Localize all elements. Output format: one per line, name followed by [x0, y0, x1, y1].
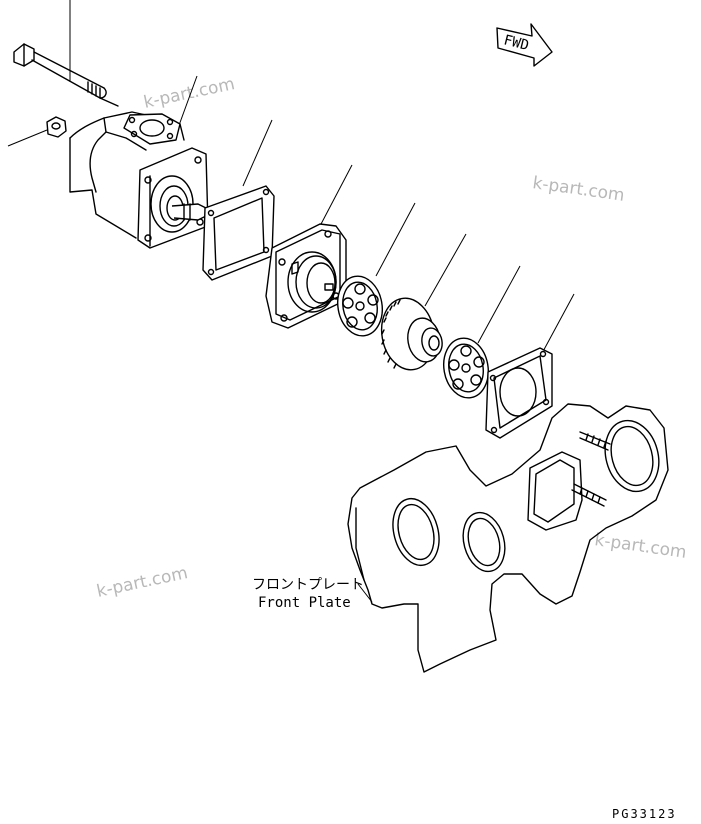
drawing-code: PG33123	[612, 807, 677, 821]
watermark-3: k-part.com	[95, 563, 190, 602]
gasket-part	[202, 185, 275, 281]
front-plate-label-en: Front Plate	[258, 595, 351, 611]
fwd-arrow-icon: FWD	[496, 23, 553, 67]
gasket-part-2	[485, 347, 553, 439]
watermark-2: k-part.com	[531, 173, 625, 206]
watermark-1: k-part.com	[142, 74, 237, 113]
fwd-label: FWD	[502, 32, 530, 54]
pump-housing-part	[69, 111, 209, 249]
watermark-4: k-part.com	[593, 530, 687, 563]
gear-part	[380, 297, 443, 371]
leader-lines	[7, 0, 575, 358]
bolt-part	[13, 43, 119, 107]
front-plate-callout: フロントプレート Front Plate	[252, 577, 373, 611]
bearing-part	[337, 275, 383, 337]
adapter-flange-part	[265, 223, 347, 329]
front-plate-part	[347, 403, 669, 673]
front-plate-label-jp: フロントプレート	[252, 577, 364, 593]
nut-part	[46, 116, 67, 138]
bearing-part-2	[443, 337, 489, 399]
